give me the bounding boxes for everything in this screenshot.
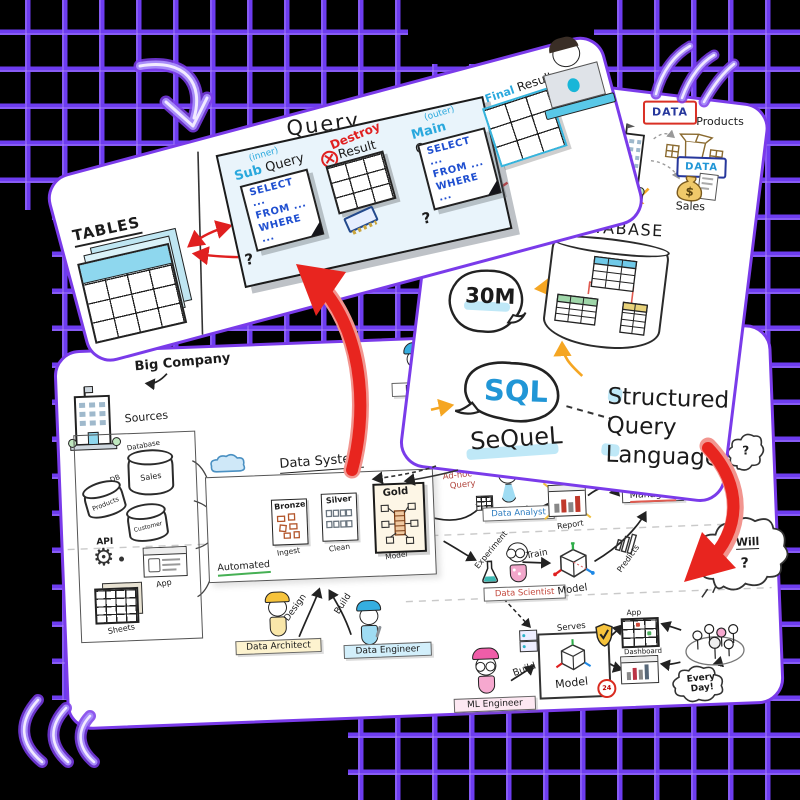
big-company-building-icon	[68, 385, 122, 451]
customer-db-icon: Customer	[125, 504, 170, 545]
silver-label: Silver	[325, 493, 353, 506]
bronze-stage: Bronze	[270, 498, 309, 546]
silver-clean-shapes-icon	[325, 508, 353, 529]
structured-query-language: Structured Query Language	[605, 383, 730, 472]
ml-build-label: Build	[511, 660, 538, 679]
sub-query-note: SELECT ... FROM ... WHERE ...	[239, 168, 325, 252]
products-label: Products	[696, 114, 744, 128]
clean-label: Clean	[328, 541, 351, 554]
ml-engineer-label: ML Engineer	[453, 695, 537, 713]
data-system-title: Data System	[278, 450, 364, 474]
source-products-label: Products	[91, 494, 121, 513]
products-db-icon: Products	[81, 480, 129, 523]
mini-cloud-question: ?	[742, 443, 750, 458]
sheets-icon	[94, 581, 144, 625]
ingest-label: Ingest	[276, 545, 301, 558]
gold-model-label: Model	[384, 549, 409, 562]
api-gear-icon: ⚙	[92, 542, 115, 572]
build-label: Build	[332, 591, 354, 617]
sql-bubble-outline	[454, 361, 560, 423]
app-out-label: App	[626, 607, 642, 618]
api-dot-icon	[118, 556, 125, 562]
served-cube-icon	[555, 639, 592, 671]
flask-icon	[482, 560, 499, 584]
source-sales-label: Sales	[139, 470, 163, 483]
sales-db-icon: Sales	[127, 452, 175, 497]
main-question-mark: ?	[420, 208, 433, 228]
money-bag-icon: $	[676, 175, 703, 202]
svg-text:$: $	[685, 184, 695, 199]
gold-label: Gold	[382, 485, 409, 500]
shield-check-icon	[595, 623, 613, 647]
background-patch	[0, 210, 52, 726]
predicts-bars-icon	[614, 533, 638, 555]
serve-model-label: Model	[554, 674, 589, 692]
ml-engineer-figure	[468, 647, 504, 698]
data-system-box: Bronze Ingest Silver Clean Gold	[204, 468, 437, 584]
source-app-label: App	[155, 577, 173, 590]
data-scientist-label: Data Scientist	[483, 584, 566, 602]
everyday-cloud	[672, 665, 724, 703]
tables-stack-icon	[74, 227, 196, 344]
data-scientist-figure	[500, 540, 534, 585]
model-cube-icon	[553, 541, 595, 578]
data-engineer-label: Data Engineer	[343, 641, 432, 660]
bronze-label: Bronze	[273, 499, 306, 512]
automated-label: Automated	[217, 558, 271, 577]
data-architect-label: Data Architect	[235, 637, 322, 656]
sources-label: Sources	[124, 408, 169, 426]
bronze-raw-shapes-icon	[276, 513, 301, 539]
people-group-icon	[685, 623, 745, 666]
source-sheets-label: Sheets	[107, 622, 136, 636]
app-table-icon	[620, 616, 660, 649]
cloud-question-text: ?	[740, 555, 750, 572]
data-tag-top: DATA	[642, 100, 697, 125]
app-window-icon	[142, 546, 188, 578]
server-icon	[519, 629, 538, 653]
sql-bubble-text: SQL	[483, 372, 549, 410]
sub-question-mark: ?	[243, 249, 256, 270]
train-label: Train	[525, 547, 549, 562]
big-company-label: Big Company	[134, 350, 232, 375]
data-engineer-figure	[352, 599, 386, 646]
dashboard-icon	[620, 654, 660, 685]
relational-tables-icon	[554, 255, 649, 336]
gold-model-schema-icon	[380, 502, 419, 545]
sequel-structured-dashed	[566, 405, 612, 420]
badge-24: 24	[597, 678, 617, 699]
query-loop-box: (inner) Sub Query SELECT ... FROM ... WH…	[215, 96, 513, 289]
database-cylinder	[540, 235, 671, 355]
sources-box: Database Sales DB Products Customer API …	[73, 430, 204, 644]
silver-stage: Silver	[320, 492, 359, 542]
rows-bubble-text: 30M	[464, 283, 516, 309]
scientist-to-model-dashed	[503, 598, 531, 628]
gold-stage: Gold	[372, 481, 427, 554]
source-customer-label: Customer	[133, 519, 164, 534]
report-icon	[542, 478, 592, 520]
sales-label: Sales	[675, 199, 706, 214]
cloud-icon	[210, 453, 246, 473]
serving-model-box: Model	[537, 630, 612, 700]
cloud-will-text: Will	[735, 535, 760, 550]
